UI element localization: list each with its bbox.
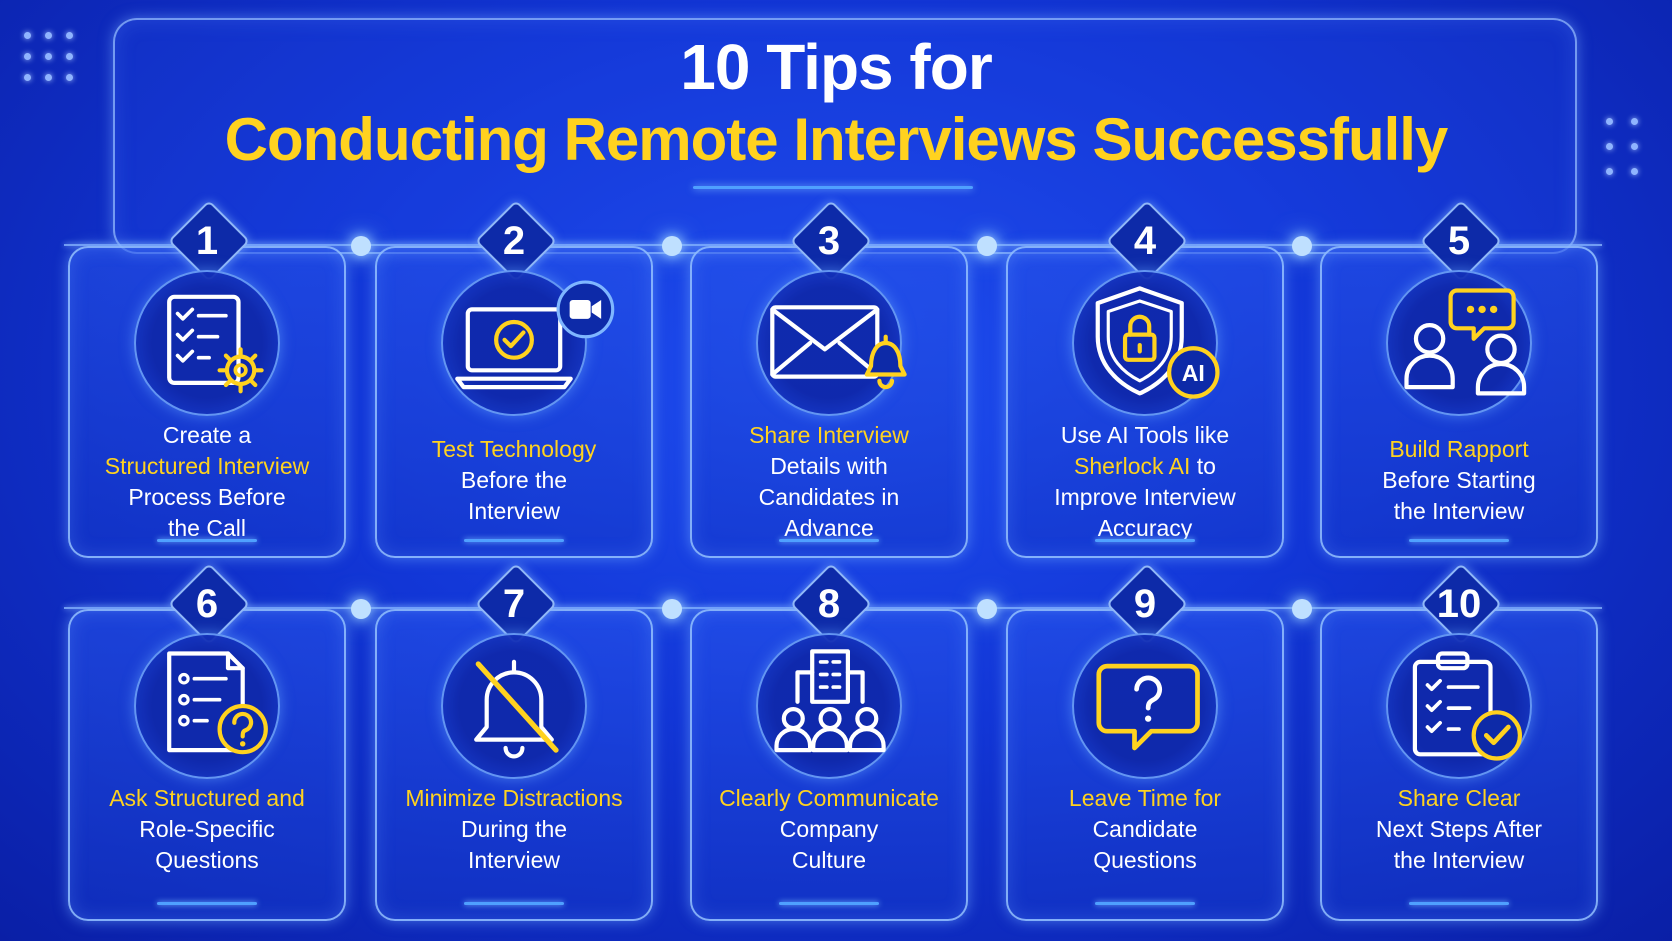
tip-line: Use AI Tools like xyxy=(1060,422,1230,448)
tip-line: the Call xyxy=(168,515,246,541)
envelope-bell-icon xyxy=(756,270,907,416)
ai-badge-text: AI xyxy=(1182,360,1205,386)
tip-number: 3 xyxy=(817,219,841,263)
card-underline xyxy=(1409,902,1509,905)
tip-line: Candidate xyxy=(1092,816,1198,842)
document-question-icon xyxy=(134,633,280,779)
tip-line: Minimize Distractions xyxy=(405,785,623,811)
tip-line: Share Clear xyxy=(1397,785,1521,811)
tip-line: Share Interview xyxy=(749,422,909,448)
tip-number: 10 xyxy=(1436,582,1482,626)
tip-line: Leave Time for xyxy=(1068,785,1222,811)
connector-dot xyxy=(1292,236,1312,256)
tip-line: Interview xyxy=(467,498,561,524)
clipboard-check-icon xyxy=(1386,633,1532,779)
card-underline xyxy=(464,539,564,542)
tip-line: Details with xyxy=(770,453,888,479)
tip-number: 6 xyxy=(195,582,219,626)
card-underline xyxy=(1095,539,1195,542)
tip-line: Questions xyxy=(155,847,259,873)
checklist-gear-icon xyxy=(134,270,280,416)
tip-line: Role-Specific xyxy=(139,816,275,842)
shield-lock-ai-icon: AI xyxy=(1072,270,1220,416)
tip-number: 9 xyxy=(1133,582,1157,626)
tip-line: Build Rapport xyxy=(1389,436,1529,462)
muted-bell-icon xyxy=(441,633,587,779)
connector-dot xyxy=(350,236,371,256)
tip-line: Test Technology xyxy=(431,436,597,462)
tip-line: Clearly Communicate xyxy=(719,785,939,811)
question-bubble-icon xyxy=(1072,633,1218,779)
card-underline xyxy=(1409,539,1509,542)
tip-line: the Interview xyxy=(1393,847,1525,873)
card-underline xyxy=(157,539,257,542)
tip-line: Before Starting xyxy=(1382,467,1536,493)
tip-line: Interview xyxy=(467,847,561,873)
tip-line: Culture xyxy=(791,847,867,873)
tip-line: Ask Structured and xyxy=(109,785,305,811)
tip-line: Create a xyxy=(162,422,252,448)
tip-line: Questions xyxy=(1093,847,1197,873)
building-team-icon xyxy=(756,633,902,779)
page-title: 10 Tips for xyxy=(680,31,992,103)
connector-dot xyxy=(977,236,997,256)
connector-dot xyxy=(661,236,682,256)
connector-dot xyxy=(661,599,682,619)
connector-dot xyxy=(977,599,997,619)
tip-number: 5 xyxy=(1447,219,1471,263)
tip-number: 1 xyxy=(195,219,219,263)
card-underline xyxy=(157,902,257,905)
tip-line: Next Steps After xyxy=(1375,816,1543,842)
page-subtitle: Conducting Remote Interviews Successfull… xyxy=(224,106,1449,173)
tip-number: 7 xyxy=(502,582,526,626)
tip-line: Accuracy xyxy=(1097,515,1193,541)
card-underline xyxy=(779,902,879,905)
two-people-chat-icon xyxy=(1386,270,1532,416)
tip-number: 8 xyxy=(817,582,841,626)
card-underline xyxy=(1095,902,1195,905)
decorative-dots-right xyxy=(1606,118,1638,175)
connector-dot xyxy=(350,599,371,619)
tip-number: 4 xyxy=(1133,219,1157,263)
tip-line: Process Before xyxy=(128,484,286,510)
tip-line: Company xyxy=(779,816,879,842)
title-underline xyxy=(693,186,973,189)
decorative-dots-left xyxy=(24,32,73,81)
card-underline xyxy=(779,539,879,542)
tip-line: Candidates in xyxy=(758,484,900,510)
tip-line-part: Sherlock AI xyxy=(1074,453,1191,479)
tip-line: Advance xyxy=(784,515,874,541)
laptop-video-check-icon xyxy=(441,270,615,416)
tip-number: 2 xyxy=(502,219,526,263)
tip-line: Structured Interview xyxy=(104,453,310,479)
tip-line: Before the xyxy=(460,467,568,493)
tip-line: Sherlock AI to xyxy=(1016,451,1274,482)
connector-dot xyxy=(1292,599,1312,619)
card-underline xyxy=(464,902,564,905)
tip-line-part: to xyxy=(1190,453,1216,479)
tip-line: the Interview xyxy=(1393,498,1525,524)
tip-line: Improve Interview xyxy=(1054,484,1236,510)
tip-line: During the xyxy=(460,816,568,842)
